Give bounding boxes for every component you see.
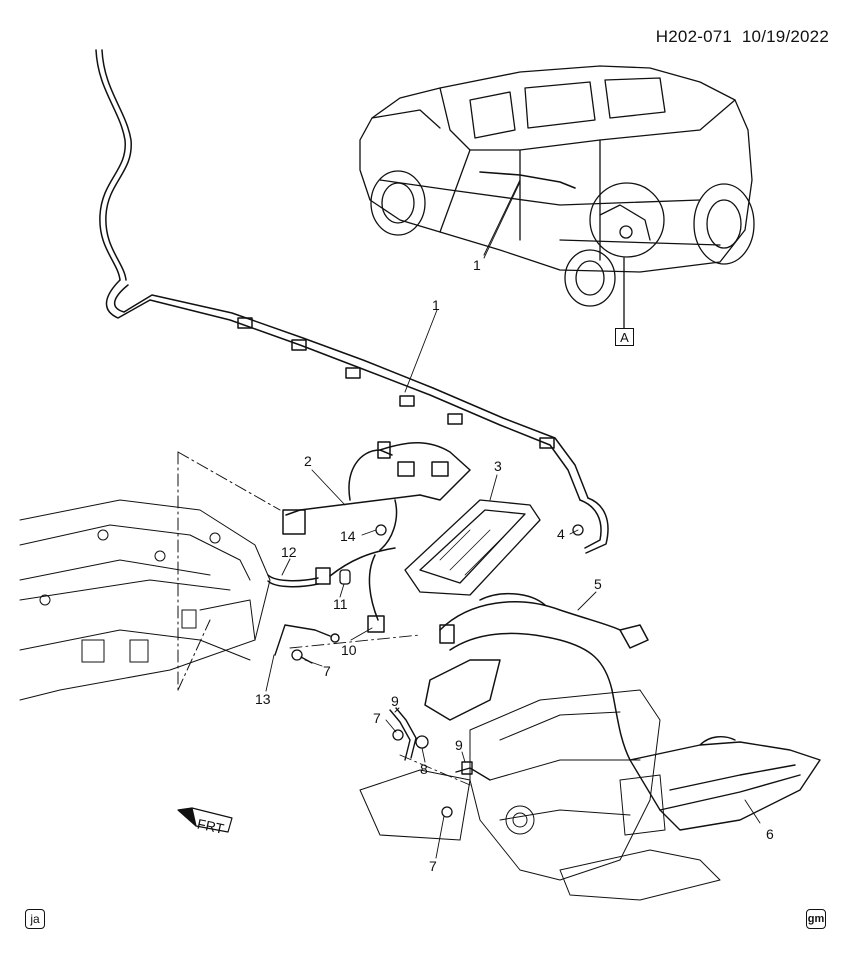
cable-9-lower xyxy=(455,761,491,781)
callout-4: 4 xyxy=(557,526,565,542)
callout-10: 10 xyxy=(341,642,357,658)
harness-5 xyxy=(424,592,649,761)
frt-label: FRT xyxy=(196,816,226,837)
leader-lines xyxy=(265,181,761,859)
bolt-7-bottom xyxy=(441,806,453,818)
cable-10 xyxy=(367,554,385,633)
diagram-code: H202-071 xyxy=(655,27,733,46)
callout-5: 5 xyxy=(594,576,602,592)
callout-1-harness: 1 xyxy=(432,297,440,313)
cable-12 xyxy=(267,547,396,588)
callout-7-mid: 7 xyxy=(373,710,381,726)
diagram-header: H202-071 10/19/2022 xyxy=(656,27,829,47)
callout-labels: 1 1 2 3 4 5 6 7 7 7 8 9 9 10 11 12 13 14… xyxy=(196,257,774,874)
nut-4 xyxy=(572,524,584,536)
callout-7-left: 7 xyxy=(323,663,331,679)
harness-2 xyxy=(282,441,471,551)
callout-6: 6 xyxy=(766,826,774,842)
clip-11 xyxy=(339,569,351,585)
callout-8: 8 xyxy=(420,761,428,777)
diagram-date: 10/19/2022 xyxy=(741,27,829,46)
detail-ref-a: A xyxy=(615,328,634,346)
callout-2: 2 xyxy=(304,453,312,469)
harness-1-main xyxy=(95,49,609,554)
callout-13: 13 xyxy=(255,691,271,707)
front-direction-arrow xyxy=(177,807,233,833)
callout-12: 12 xyxy=(281,544,297,560)
callout-9-upper: 9 xyxy=(391,693,399,709)
harness-6 xyxy=(629,736,821,831)
nut-14 xyxy=(375,524,387,536)
callout-11: 11 xyxy=(333,596,348,612)
grommet-8 xyxy=(415,735,429,749)
bolt-7-mid xyxy=(392,729,404,741)
callout-7-bottom: 7 xyxy=(429,858,437,874)
callout-14: 14 xyxy=(340,528,356,544)
callout-1-vehicle: 1 xyxy=(473,257,481,273)
cable-9-upper xyxy=(389,707,417,761)
vehicle-illustration xyxy=(359,65,755,329)
module-3 xyxy=(404,499,541,596)
callout-3: 3 xyxy=(494,458,502,474)
gm-logo-badge: gm xyxy=(806,909,826,929)
cable-13 xyxy=(274,624,340,656)
footer-badge-left: ja xyxy=(25,909,45,929)
battery-pack-illustration xyxy=(19,451,281,701)
drive-unit-illustration xyxy=(359,689,721,901)
callout-9-lower: 9 xyxy=(455,737,463,753)
